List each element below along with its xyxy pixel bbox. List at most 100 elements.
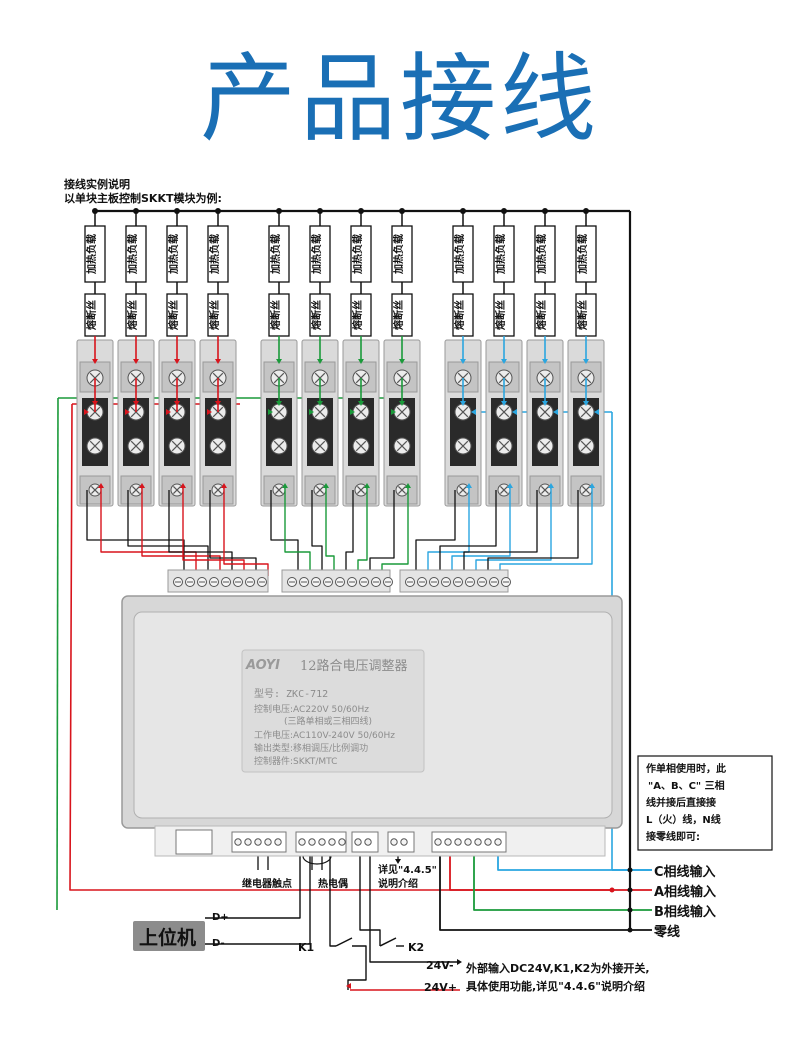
arrow-head <box>133 401 139 406</box>
arrow-head <box>399 359 405 364</box>
arrow-head <box>215 401 221 406</box>
device-control-part: 控制器件:SKKT/MTC <box>254 755 337 767</box>
wire <box>284 486 311 576</box>
note-line-1: 作单相使用时，此 <box>646 762 726 775</box>
device-output-type: 输出类型:移相调压/比例调功 <box>254 742 368 754</box>
screw-slot <box>315 485 325 495</box>
screw-slot <box>498 406 510 418</box>
heating-load-label: 加热负载 <box>269 234 282 275</box>
heating-load-box <box>309 225 331 283</box>
wire <box>427 486 470 576</box>
fuse-label: 熔断丝 <box>310 300 323 330</box>
screw-slot <box>356 485 366 495</box>
bottom-terminal <box>264 838 272 846</box>
bottom-terminal <box>474 838 482 846</box>
arrow-head <box>589 483 595 488</box>
phase-b-input <box>473 848 652 911</box>
controller-device: AOYI 12路合电压调整器 型号: ZKC-712 控制电压:AC220V 5… <box>121 595 623 857</box>
heating-load-label: 加热负载 <box>351 234 364 275</box>
fuse-label: 熔断丝 <box>535 300 548 330</box>
arrow-head <box>350 409 355 415</box>
wire <box>325 486 335 576</box>
wire <box>100 486 197 576</box>
fuse-label: 熔断丝 <box>167 300 180 330</box>
host-label: 上位机 <box>139 926 196 949</box>
host-dplus: D+ <box>212 912 229 923</box>
heating-load-box <box>452 225 474 283</box>
heating-load-label: 加热负载 <box>535 234 548 275</box>
screw-slot <box>498 440 510 452</box>
screw-slot <box>580 406 592 418</box>
bottom-terminal <box>338 838 346 846</box>
k2-switch-blade <box>379 937 397 947</box>
fuse-label: 熔断丝 <box>269 300 282 330</box>
heating-load-label: 加热负载 <box>576 234 589 275</box>
wire-junction <box>609 887 615 893</box>
arrow-head <box>457 959 462 965</box>
external-note-line-1: 外部输入DC24V,K1,K2为外接开关, <box>465 961 650 975</box>
arrow-head <box>512 409 517 415</box>
see-445-label-2: 说明介绍 <box>378 877 418 890</box>
bottom-terminal <box>390 838 398 846</box>
heating-load-box <box>166 225 188 283</box>
intro-line-1: 接线实例说明 <box>64 177 130 191</box>
screw-slot <box>130 440 142 452</box>
arrow-head <box>174 401 180 406</box>
heating-load-label: 加热负载 <box>310 234 323 275</box>
screw-slot <box>89 440 101 452</box>
wire <box>415 490 456 576</box>
heating-load-box <box>125 225 147 283</box>
screw-slot <box>213 485 223 495</box>
arrow-head <box>583 401 589 406</box>
phase-a-wire <box>69 403 612 891</box>
wire <box>86 490 185 576</box>
switch-k2-label: K2 <box>408 941 424 954</box>
heating-load-label: 加热负载 <box>453 234 466 275</box>
device-ctrl-voltage: 控制电压:AC220V 50/60Hz <box>254 703 369 715</box>
arrow-head <box>139 483 145 488</box>
heating-load-label: 加热负载 <box>494 234 507 275</box>
heating-load-label: 加热负载 <box>85 234 98 275</box>
wire-junction <box>627 907 633 913</box>
heating-load-box <box>575 225 597 283</box>
bottom-terminal <box>254 838 262 846</box>
arrow-head <box>207 409 212 415</box>
screw-slot <box>171 440 183 452</box>
screw-slot <box>396 440 408 452</box>
note-line-5: 接零线即可: <box>646 830 700 843</box>
arrow-head <box>282 483 288 488</box>
note-line-2: "A、B、C" 三相 <box>648 779 725 792</box>
arrow-head <box>542 359 548 364</box>
fuse-label: 熔断丝 <box>85 300 98 330</box>
screw-slot <box>458 485 468 495</box>
arrow-head <box>501 359 507 364</box>
k1-out <box>347 945 367 990</box>
see-445-label-1: 详见"4.4.5" <box>378 863 437 876</box>
page-title: 产品接线 <box>200 43 600 155</box>
wire-junction <box>627 887 633 893</box>
bottom-terminal <box>434 838 442 846</box>
screw-slot <box>314 406 326 418</box>
heating-load-box <box>391 225 413 283</box>
module-bottom-block <box>120 475 152 505</box>
screw-slot <box>273 406 285 418</box>
wire <box>357 486 368 576</box>
bottom-terminal <box>484 838 492 846</box>
fuse-label: 熔断丝 <box>576 300 589 330</box>
arrow-head <box>174 359 180 364</box>
arrow-head <box>553 409 558 415</box>
bottom-terminal <box>364 838 372 846</box>
arrow-head <box>594 409 599 415</box>
wire <box>487 490 579 576</box>
bottom-wiring <box>175 829 507 855</box>
heating-load-label: 加热负载 <box>167 234 180 275</box>
relay-contact-label: 继电器触点 <box>242 877 292 890</box>
arrow-head <box>215 359 221 364</box>
heating-load-box <box>84 225 106 283</box>
k1-wire <box>329 848 336 947</box>
fuse-label: 熔断丝 <box>494 300 507 330</box>
skkt-modules-layer <box>76 339 605 507</box>
bottom-terminal <box>274 838 282 846</box>
device-ctrl-voltage-note: (三路单相或三相四线) <box>284 715 372 727</box>
